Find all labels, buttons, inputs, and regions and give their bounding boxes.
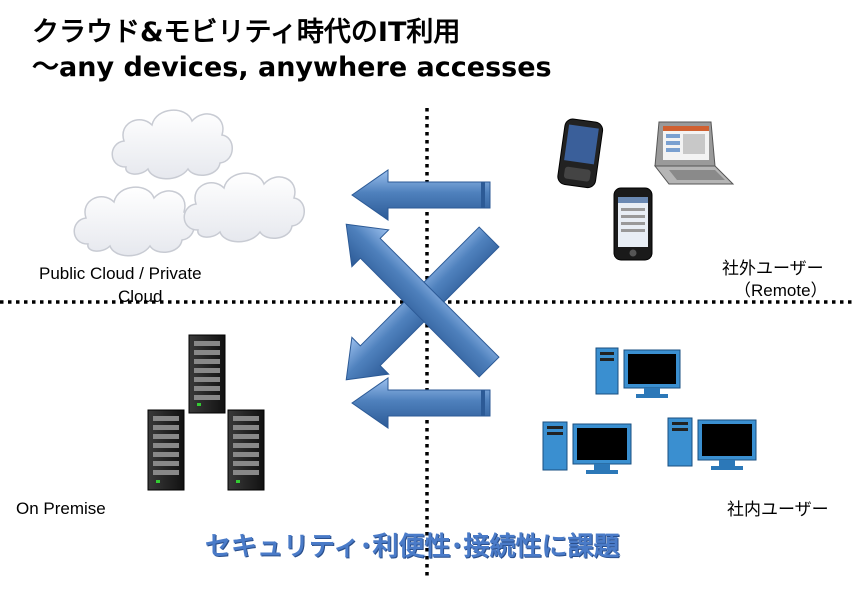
desktop-pc-icon bbox=[667, 417, 757, 470]
server-icon bbox=[227, 409, 265, 491]
desktop-pc-icon bbox=[595, 347, 681, 398]
smartphone-icon bbox=[557, 118, 604, 189]
arrow-left-top bbox=[351, 169, 491, 221]
cloud-icon bbox=[183, 172, 305, 243]
on-premise-label: On Premise bbox=[16, 499, 106, 518]
remote-users-label: 社外ユーザー bbox=[722, 259, 824, 278]
cloud-label-continued: Cloud bbox=[118, 287, 163, 306]
cloud-icon bbox=[111, 109, 233, 180]
arrow-diagonal-up-left bbox=[345, 223, 500, 378]
arrow-left-bottom bbox=[351, 377, 491, 429]
remote-users-sublabel: （Remote） bbox=[734, 281, 828, 300]
server-icon bbox=[147, 409, 185, 491]
internal-users-label: 社内ユーザー bbox=[727, 500, 829, 519]
laptop-icon bbox=[653, 121, 735, 185]
page-title: クラウド&モビリティ時代のIT利用 bbox=[32, 17, 461, 48]
desktop-pc-icon bbox=[542, 421, 632, 474]
server-icon bbox=[188, 334, 226, 414]
cloud-icon bbox=[73, 186, 195, 257]
iphone-icon bbox=[613, 187, 653, 261]
cloud-label: Public Cloud / Private bbox=[39, 264, 202, 283]
issue-caption: セキュリティ･利便性･接続性に課題 bbox=[205, 532, 620, 562]
page-subtitle: ～any devices, anywhere accesses bbox=[32, 52, 552, 83]
